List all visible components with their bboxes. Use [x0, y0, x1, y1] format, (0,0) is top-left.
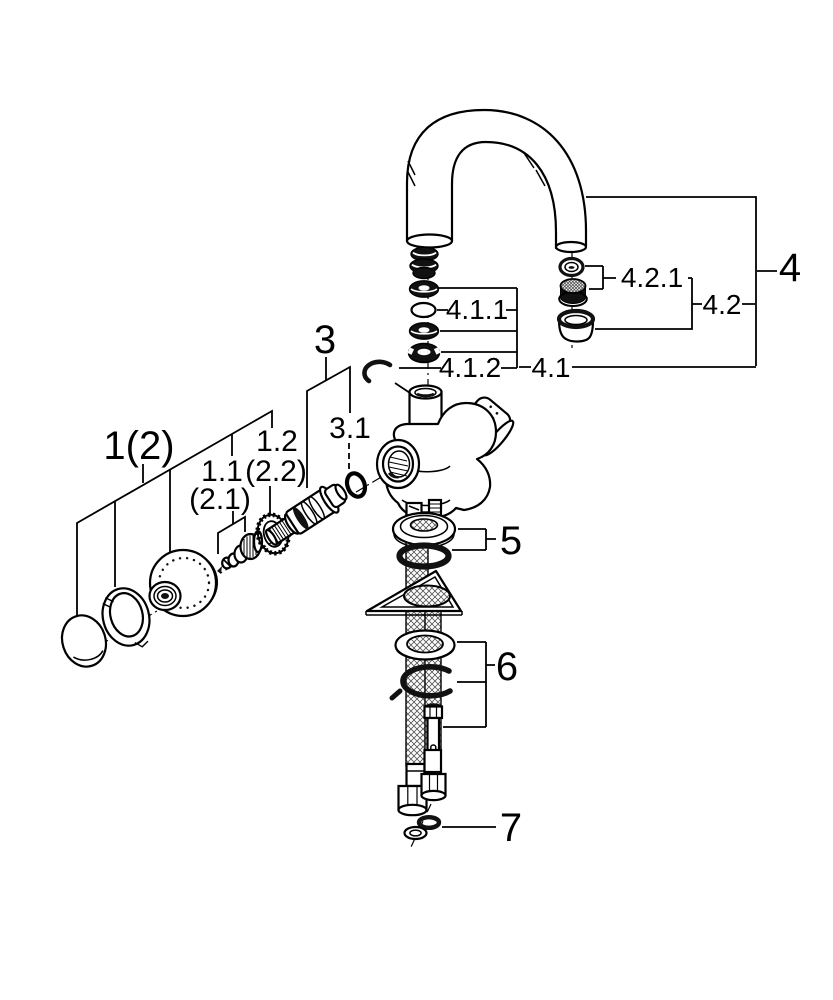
- snap-ring: [362, 359, 393, 384]
- label-group-1: 1(2): [103, 424, 174, 468]
- cartridge-adapter: [227, 529, 264, 568]
- spout-outline: [405, 108, 588, 250]
- aerator-housing: [556, 308, 596, 343]
- part-bearing-stack: [362, 280, 441, 384]
- aerator-insert: [558, 278, 588, 307]
- body-shell: [384, 401, 498, 520]
- hose-end-fitting-right: [420, 748, 447, 802]
- shank-o-ring: [396, 542, 452, 570]
- slotted-nut: [407, 342, 441, 364]
- leader-group-3: [306, 357, 351, 488]
- spout-tube-tip: [412, 266, 436, 280]
- leader-bracket-4-1: [394, 287, 756, 396]
- leader-bracket-6: [443, 641, 495, 728]
- label-group-4: 4: [779, 246, 801, 290]
- escutcheon-ring: [101, 587, 151, 648]
- labels: 1(2) 1.1 (2.1) 1.2 (2.2) 3 3.1 4 4.1 4.1…: [103, 246, 801, 850]
- seal-washers: [403, 815, 442, 841]
- spout-o-rings: [409, 246, 439, 280]
- label-1-2: 1.2: [256, 425, 298, 458]
- cartridge-o-ring: [344, 471, 368, 499]
- label-5: 5: [500, 519, 522, 563]
- label-1-1-alt: (2.1): [189, 483, 251, 516]
- leader-bracket-4-2: [585, 265, 755, 330]
- label-3-1: 3.1: [329, 412, 371, 445]
- cartridge-spindle: [265, 483, 348, 546]
- label-group-3: 3: [314, 318, 336, 362]
- part-aerator: [556, 256, 596, 343]
- part-spout: [405, 108, 588, 280]
- dome-cap: [60, 614, 108, 668]
- hose-end-fitting-left: [397, 762, 428, 817]
- label-1-2-alt: (2.2): [245, 455, 307, 488]
- spout-left-leg-end: [405, 233, 454, 249]
- label-7: 7: [500, 806, 522, 850]
- triangle-bracket-plate: [365, 569, 463, 616]
- body-side-port: [375, 438, 421, 490]
- label-1-1: 1.1: [201, 455, 243, 488]
- part-faucet-body: [375, 384, 515, 520]
- leader-bracket-5: [452, 528, 496, 551]
- mounting-clamp: [389, 663, 453, 701]
- leader-bracket-4: [586, 196, 777, 366]
- label-4-1-1: 4.1.1: [446, 294, 508, 325]
- leader-lines: [76, 196, 777, 828]
- label-4-1-2: 4.1.2: [439, 352, 501, 383]
- label-4-1: 4.1: [532, 352, 571, 383]
- handle-knob: [148, 548, 219, 618]
- mounting-flange: [391, 511, 457, 549]
- label-4-2: 4.2: [703, 289, 742, 320]
- label-6: 6: [496, 645, 518, 689]
- o-ring-white: [410, 301, 437, 319]
- spout-tip-end: [554, 240, 588, 254]
- label-4-2-1: 4.2.1: [621, 262, 683, 293]
- leader-group-1: [76, 409, 273, 616]
- part-handle-group: [60, 471, 368, 668]
- part-mounting-group: [365, 498, 463, 841]
- mounting-washer: [394, 629, 456, 661]
